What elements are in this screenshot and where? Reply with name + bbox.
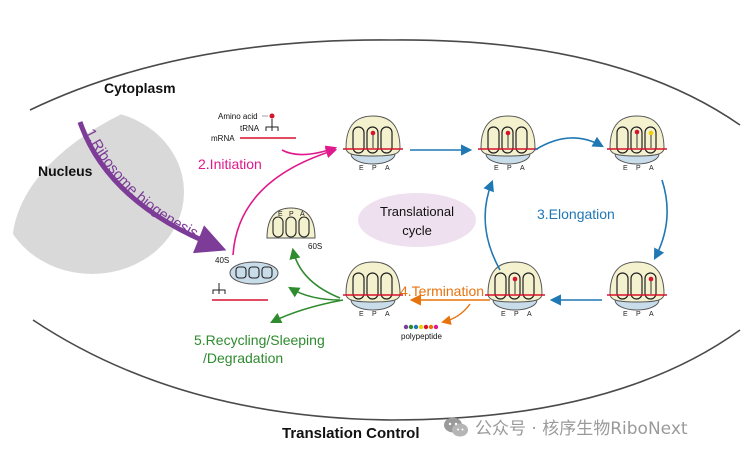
site-a-label-3: A xyxy=(649,165,654,172)
subunit-40s-icon xyxy=(229,261,279,285)
trna-label: tRNA xyxy=(240,124,260,133)
initiation-arrow-main xyxy=(232,147,338,256)
site-p-label-4: P xyxy=(636,311,641,318)
site-p-label-6: P xyxy=(372,311,377,318)
site-p-label-3: P xyxy=(636,165,641,172)
ribosome-initiation xyxy=(342,115,404,165)
mrna-label: mRNA xyxy=(211,134,235,143)
nucleus-label: Nucleus xyxy=(38,163,93,179)
cycle-arrow-top-right xyxy=(534,136,604,151)
site-a-label-60s: A xyxy=(300,211,305,218)
subunit-60s-label: 60S xyxy=(308,242,322,251)
site-e-label-1: E xyxy=(359,165,364,172)
recycling-arrow-to-40s xyxy=(288,286,341,301)
initiation-arrow-top xyxy=(281,145,338,157)
site-e-label-2: E xyxy=(494,165,499,172)
trna-icon xyxy=(265,119,279,131)
site-p-label-5: P xyxy=(514,311,519,318)
subunit-60s-icon xyxy=(266,207,316,239)
elongation-label: 3.Elongation xyxy=(537,206,615,222)
polypeptide-arrow xyxy=(441,303,471,325)
site-e-label-4: E xyxy=(623,311,628,318)
ribosome-termination xyxy=(342,261,404,311)
site-e-label-6: E xyxy=(359,311,364,318)
cycle-arrow-left xyxy=(483,179,501,271)
polypeptide-chain xyxy=(403,324,439,330)
wechat-icon-svg xyxy=(444,417,468,436)
site-e-label-3: E xyxy=(623,165,628,172)
site-e-label-60s: E xyxy=(278,211,283,218)
free-trna-icon xyxy=(212,283,226,294)
ribosome-elongation-4 xyxy=(484,261,546,311)
ribosome-elongation-1 xyxy=(477,115,539,165)
site-a-label-2: A xyxy=(520,165,525,172)
recycling-arrow-to-60s xyxy=(289,247,341,299)
amino-acid-icon xyxy=(269,113,275,119)
cycle-arrow-right xyxy=(653,179,668,260)
site-a-label-1: A xyxy=(385,165,390,172)
biogenesis-arrow xyxy=(77,121,227,254)
site-a-label-5: A xyxy=(527,311,532,318)
site-p-label-60s: P xyxy=(289,211,294,218)
cytoplasm-label: Cytoplasm xyxy=(104,80,176,96)
subunit-40s-label: 40S xyxy=(215,256,229,265)
watermark: 公众号 · 核序生物RiboNext xyxy=(443,414,688,439)
site-e-label-5: E xyxy=(501,311,506,318)
ribosome-elongation-2 xyxy=(606,115,668,165)
initiation-label: 2.Initiation xyxy=(198,156,262,172)
cycle-label-line1: Translational xyxy=(380,204,454,219)
site-a-label-6: A xyxy=(385,311,390,318)
ribosome-elongation-3 xyxy=(606,261,668,311)
cell-membrane xyxy=(29,39,741,126)
termination-label: 4.Termination xyxy=(400,283,484,299)
site-a-label-4: A xyxy=(649,311,654,318)
cycle-bubble xyxy=(358,193,476,247)
cell-membrane-bottom xyxy=(32,319,741,421)
recycling-label-line2: /Degradation xyxy=(203,350,283,366)
recycling-arrow-out xyxy=(269,299,344,324)
recycling-label-line1: 5.Recycling/Sleeping xyxy=(194,332,325,348)
amino-acid-label: Amino acid xyxy=(218,112,258,121)
wechat-icon xyxy=(443,416,469,438)
site-p-label-2: P xyxy=(507,165,512,172)
site-p-label-1: P xyxy=(372,165,377,172)
cycle-label-line2: cycle xyxy=(402,223,432,238)
watermark-text: 公众号 · 核序生物RiboNext xyxy=(475,419,688,439)
polypeptide-label: polypeptide xyxy=(401,332,442,341)
footer-title: Translation Control xyxy=(282,425,420,442)
